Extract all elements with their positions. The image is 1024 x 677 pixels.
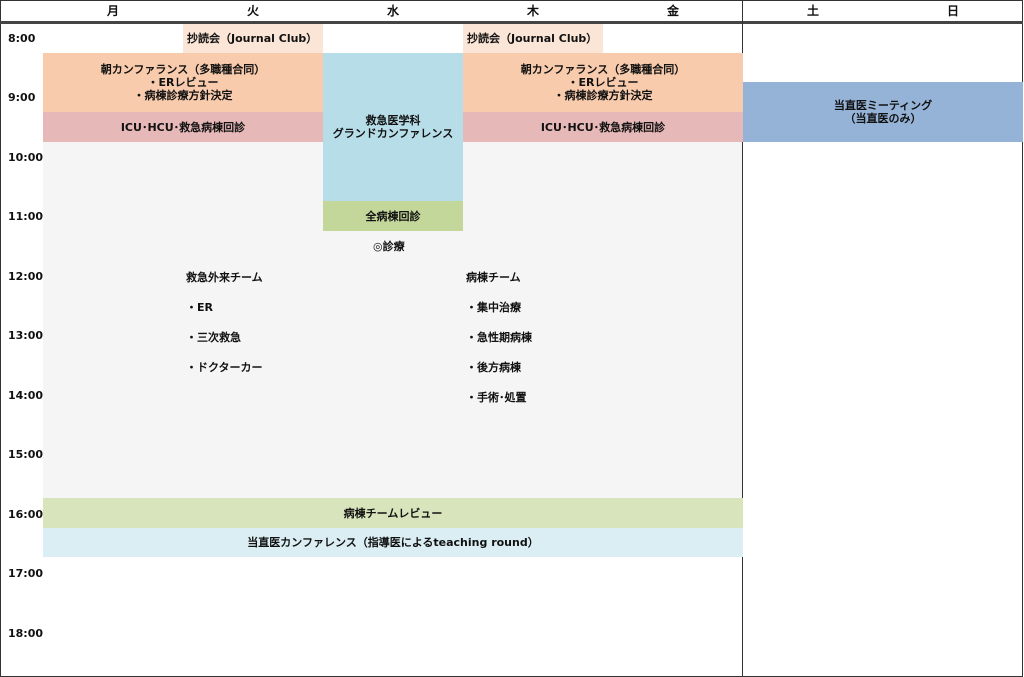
event-label: ICU･HCU･救急病棟回診 — [120, 120, 246, 134]
time-label: 9:00 — [8, 91, 36, 104]
event-ward-team-review[interactable]: 病棟チームレビュー — [43, 498, 743, 528]
event-label: ICU･HCU･救急病棟回診 — [540, 120, 666, 134]
event-label: 当直医カンファレンス（指導医によるteaching round） — [247, 536, 539, 549]
time-label: 16:00 — [8, 508, 44, 521]
event-weekend-meeting[interactable]: 当直医ミーティング （当直医のみ） — [743, 82, 1023, 142]
ward-team-item: ・集中治療 — [466, 301, 521, 314]
er-team-title: 救急外来チーム — [186, 271, 263, 284]
time-label: 10:00 — [8, 151, 44, 164]
ward-team-title: 病棟チーム — [466, 271, 521, 284]
event-label: 朝カンファランス（多職種合同） — [520, 63, 686, 76]
time-label: 15:00 — [8, 448, 44, 461]
time-label: 17:00 — [8, 567, 44, 580]
day-header-wed: 水 — [386, 4, 399, 18]
event-label: （当直医のみ） — [844, 112, 922, 125]
ward-team-item: ・後方病棟 — [466, 361, 521, 374]
time-label: 12:00 — [8, 270, 44, 283]
event-label: ・病棟診療方針決定 — [133, 89, 233, 102]
day-header-fri: 金 — [666, 4, 679, 18]
event-icu-round-mon-tue[interactable]: ICU･HCU･救急病棟回診 — [43, 112, 323, 142]
time-label: 14:00 — [8, 389, 44, 402]
time-label: 8:00 — [8, 32, 36, 45]
event-label: 病棟チームレビュー — [343, 506, 443, 520]
ward-team-item: ・手術･処置 — [466, 391, 527, 404]
time-label: 18:00 — [8, 627, 44, 640]
event-journal-club-thu[interactable]: 抄読会（Journal Club） — [463, 24, 603, 53]
event-label: ・ERレビュー — [147, 76, 219, 89]
event-duty-conference[interactable]: 当直医カンファレンス（指導医によるteaching round） — [43, 528, 743, 557]
clinical-title: ◎診療 — [373, 240, 405, 253]
event-morning-conference-thu-fri[interactable]: 朝カンファランス（多職種合同） ・ERレビュー ・病棟診療方針決定 — [463, 53, 743, 112]
event-all-ward-round[interactable]: 全病棟回診 — [323, 201, 463, 231]
event-label: 抄読会（Journal Club） — [187, 32, 318, 45]
day-header-mon: 月 — [106, 4, 119, 18]
event-label: ・病棟診療方針決定 — [553, 89, 653, 102]
event-label: 全病棟回診 — [365, 209, 421, 223]
er-team-item: ・三次救急 — [186, 331, 241, 344]
event-label: ・ERレビュー — [567, 76, 639, 89]
weekend-divider — [742, 0, 743, 677]
day-header-tue: 火 — [246, 4, 259, 18]
event-journal-club-tue[interactable]: 抄読会（Journal Club） — [183, 24, 323, 53]
event-morning-conference-mon-tue[interactable]: 朝カンファランス（多職種合同） ・ERレビュー ・病棟診療方針決定 — [43, 53, 323, 112]
ward-team-item: ・急性期病棟 — [466, 331, 532, 344]
er-team-item: ・ER — [186, 301, 213, 314]
day-header-thu: 木 — [526, 4, 539, 18]
day-header-sun: 日 — [946, 4, 959, 18]
event-icu-round-thu-fri[interactable]: ICU･HCU･救急病棟回診 — [463, 112, 743, 142]
event-grand-conference[interactable]: 救急医学科 グランドカンファレンス — [323, 53, 463, 201]
header-divider — [0, 21, 1023, 24]
event-label: 朝カンファランス（多職種合同） — [100, 63, 266, 76]
event-label: 救急医学科 — [365, 114, 421, 127]
time-label: 13:00 — [8, 329, 44, 342]
event-label: グランドカンファレンス — [332, 127, 454, 140]
er-team-item: ・ドクターカー — [186, 361, 263, 374]
day-header-sat: 土 — [806, 4, 819, 18]
event-label: 抄読会（Journal Club） — [467, 32, 598, 45]
event-label: 当直医ミーティング — [833, 99, 933, 112]
time-label: 11:00 — [8, 210, 44, 223]
